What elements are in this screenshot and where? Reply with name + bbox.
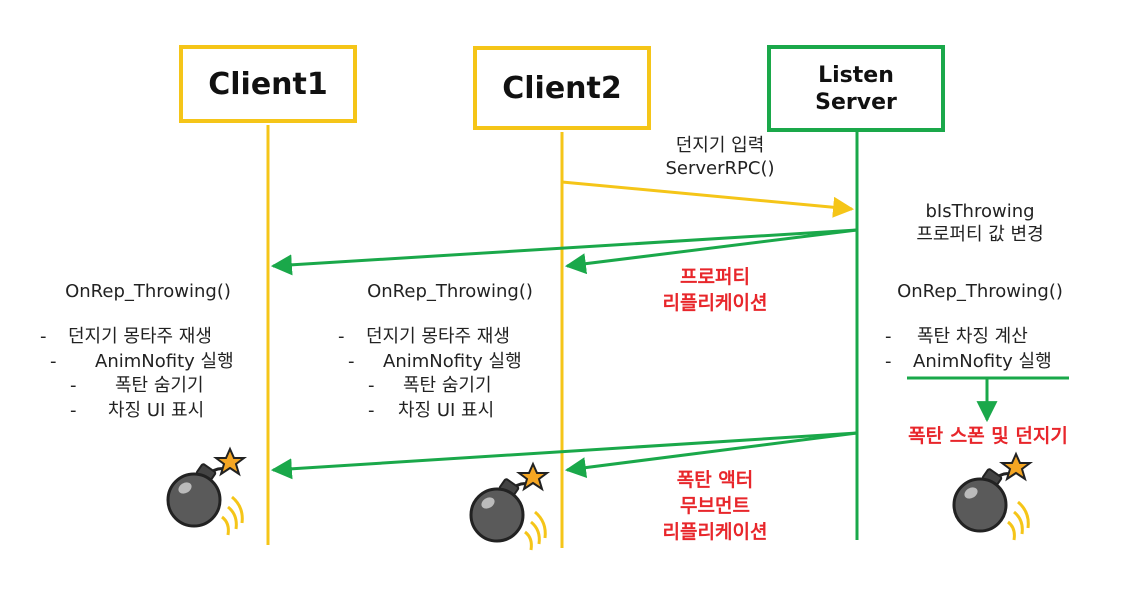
server-label-line2: Server (815, 89, 897, 115)
list-item: -폭탄 숨기기 (70, 375, 204, 396)
list-item: -던지기 몽타주 재생 (338, 326, 510, 347)
spawn-throw-text: 폭탄 스폰 및 던지기 (908, 425, 1068, 447)
client2-box: Client2 (473, 46, 651, 130)
replicate-to-client2-arrow (564, 228, 858, 275)
list-item: -AnimNofity 실행 (50, 350, 234, 372)
client2-label: Client2 (502, 70, 622, 106)
property-change-line2: 프로퍼티 값 변경 (916, 224, 1044, 245)
actor-movement-line3: 리플리케이션 (662, 521, 768, 543)
server-panel-title: OnRep_Throwing() (897, 281, 1063, 302)
server-rpc-label-line2: ServerRPC() (665, 158, 775, 179)
actor-movement-line2: 무브먼트 (680, 495, 750, 517)
bomb-icon (469, 461, 550, 551)
server-step-list: -폭탄 차징 계산 -AnimNofity 실행 (885, 325, 1052, 374)
list-item: -던지기 몽타주 재생 (40, 326, 212, 347)
property-replication-line2: 리플리케이션 (662, 292, 768, 314)
server-rpc-label-line1: 던지기 입력 (675, 135, 765, 156)
list-item: -AnimNofity 실행 (885, 350, 1052, 372)
client1-step-list: -던지기 몽타주 재생 -AnimNofity 실행 -폭탄 숨기기 -차징 U… (40, 325, 234, 423)
list-item: -폭탄 숨기기 (368, 375, 492, 396)
property-change-line1: bIsThrowing (925, 201, 1035, 222)
server-box: Listen Server (767, 45, 945, 132)
list-item: -차징 UI 표시 (368, 399, 495, 421)
list-item: -폭탄 차징 계산 (885, 326, 1028, 347)
actor-movement-label: 폭탄 액터 무브먼트 리플리케이션 (625, 467, 805, 545)
list-item: -AnimNofity 실행 (348, 350, 522, 372)
movement-to-client2-arrow (564, 431, 858, 479)
spawn-throw-label: 폭탄 스폰 및 던지기 (858, 423, 1118, 449)
client1-label: Client1 (208, 66, 328, 102)
movement-to-client1-arrow (270, 431, 858, 480)
property-replication-line1: 프로퍼티 (680, 266, 750, 288)
client2-step-list: -던지기 몽타주 재생 -AnimNofity 실행 -폭탄 숨기기 -차징 U… (338, 325, 522, 423)
server-label-line1: Listen (818, 62, 894, 88)
list-item: -차징 UI 표시 (70, 399, 205, 421)
bomb-icon (952, 451, 1033, 541)
property-replication-label: 프로퍼티 리플리케이션 (625, 264, 805, 316)
server-rpc-label: 던지기 입력 ServerRPC() (640, 134, 800, 180)
client1-box: Client1 (179, 45, 357, 123)
actor-movement-line1: 폭탄 액터 (676, 469, 754, 491)
client2-panel-title: OnRep_Throwing() (367, 281, 533, 302)
client1-panel-title: OnRep_Throwing() (65, 281, 231, 302)
bomb-icon (166, 446, 247, 536)
replicate-to-client1-arrow (270, 228, 858, 276)
server-rpc-arrow (561, 180, 855, 218)
property-change-label: bIsThrowing 프로퍼티 값 변경 (890, 200, 1070, 246)
